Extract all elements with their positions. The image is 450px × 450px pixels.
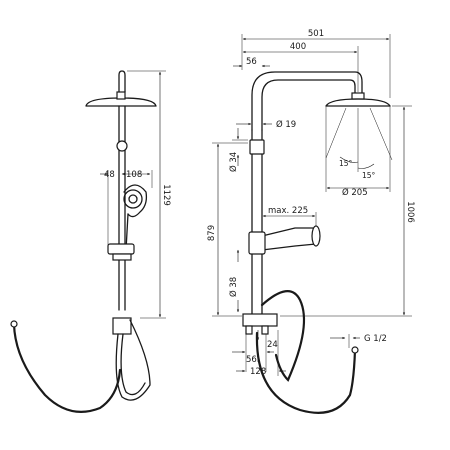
dim-dia-38: Ø 38 (228, 277, 239, 297)
dim-879: 879 (207, 225, 217, 241)
front-lower-hose (255, 331, 357, 414)
dim-dia-34: Ø 34 (228, 152, 239, 172)
dim-angle-15-right: 15° (362, 171, 376, 180)
dim-1129: 1129 (161, 184, 171, 206)
dim-48: 48 (104, 170, 115, 180)
dim-24: 24 (267, 340, 278, 350)
front-hose-loop (260, 290, 306, 382)
dim-108: 108 (126, 170, 142, 180)
side-view: 1129 48 108 (10, 70, 171, 413)
dim-g-half: G 1/2 (364, 334, 387, 344)
front-view: 501 400 56 Ø 19 Ø 34 879 max. 225 Ø 38 (207, 29, 415, 414)
front-slider-clamp (249, 139, 265, 155)
dim-501: 501 (308, 29, 324, 39)
front-shower-head (325, 92, 391, 107)
dim-56-bottom: 56 (246, 355, 257, 365)
hand-shower-holder (107, 243, 135, 255)
slider-knob (116, 140, 128, 152)
hose-coil (12, 322, 122, 413)
front-shower-arm (251, 71, 363, 131)
dim-dia-19: Ø 19 (276, 119, 296, 130)
riser-pipe (118, 105, 126, 311)
dim-128: 128 (250, 367, 266, 377)
shower-hose (115, 319, 151, 401)
overhead-shower-head (85, 91, 157, 107)
front-hand-shower (248, 225, 321, 255)
dim-1006: 1006 (405, 201, 415, 223)
dim-56-top: 56 (246, 57, 257, 67)
front-riser (251, 129, 263, 319)
dim-max-225: max. 225 (268, 206, 308, 216)
dim-angle-15-left: 15° (339, 159, 353, 168)
mixer-body (112, 317, 132, 335)
front-mixer (242, 313, 278, 327)
shower-arm (118, 70, 126, 93)
dim-400: 400 (290, 42, 306, 52)
dim-dia-205: Ø 205 (342, 187, 368, 198)
